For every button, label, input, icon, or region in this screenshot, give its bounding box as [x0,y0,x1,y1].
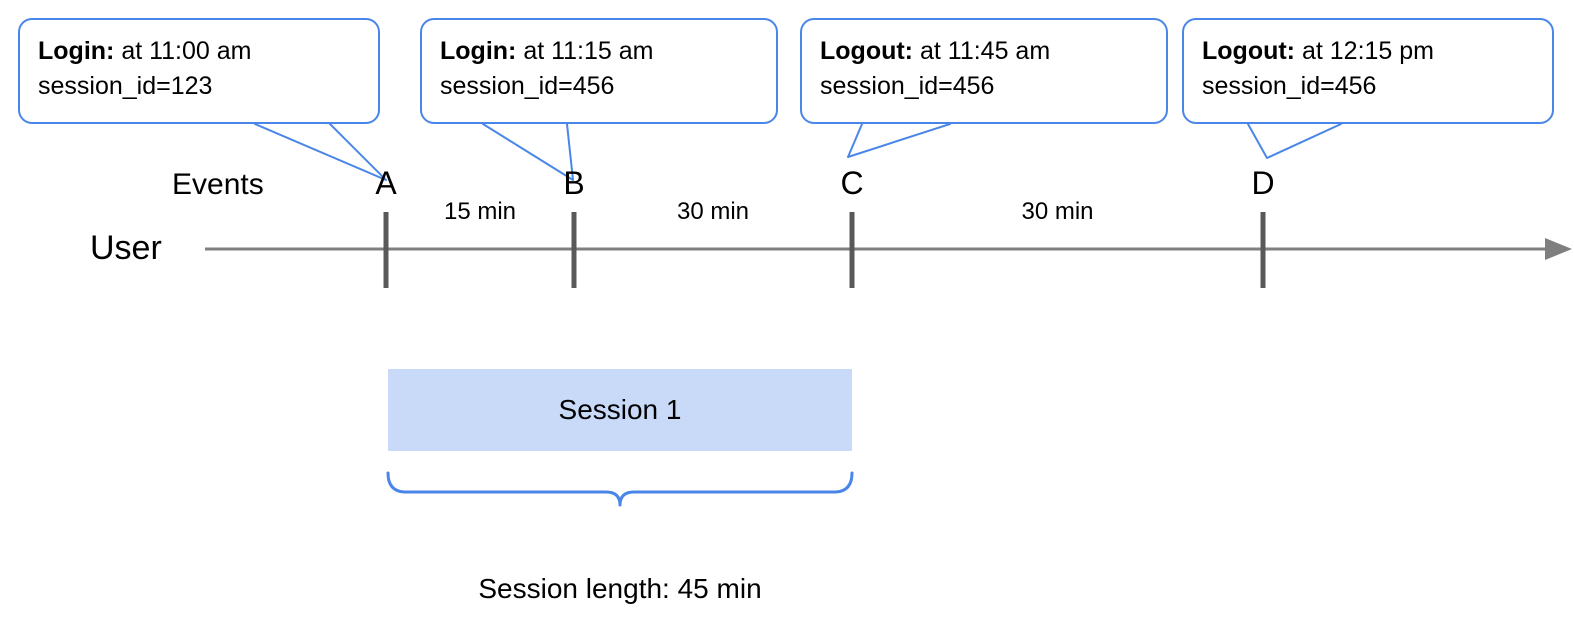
lane-label-events: Events [172,168,264,201]
interval-label-b-c: 30 min [676,198,750,225]
callout-b-session-id: session_id=456 [440,71,615,100]
callout-c-detail: at 11:45 am [919,37,1051,65]
session-bar-label: Session 1 [558,394,682,425]
callout-a-event-type: Login: [38,37,115,65]
callout-bubble-a[interactable]: Login: at 11:00 am session_id=123 [18,18,380,124]
interval-label-a-b: 15 min [443,198,517,225]
callout-d-event-type: Logout: [1202,37,1296,65]
callout-d-line1: Logout: at 12:15 pm [1202,34,1536,69]
tick-label-b: B [563,165,585,201]
callout-b-event-type: Login: [440,37,517,65]
callout-c-event-type: Logout: [820,37,914,65]
callout-d-session-id: session_id=456 [1202,71,1377,100]
tick-label-a: A [375,165,397,201]
interval-label-c-d: 30 min [1021,198,1094,225]
session-length-brace [386,471,854,507]
callout-b-line1: Login: at 11:15 am [440,34,760,69]
tick-label-c: C [840,165,864,201]
callout-c-line1: Logout: at 11:45 am [820,34,1150,69]
callout-bubble-c[interactable]: Logout: at 11:45 am session_id=456 [800,18,1168,124]
tick-label-d: D [1251,165,1275,201]
callout-tail-c [847,123,951,158]
callout-d-detail: at 12:15 pm [1301,37,1434,65]
callout-a-session-id: session_id=123 [38,71,213,100]
callout-tail-d [1247,123,1342,159]
callout-a-line1: Login: at 11:00 am [38,34,362,69]
lane-label-user: User [90,229,162,267]
callout-b-detail: at 11:15 am [523,37,654,65]
callout-a-detail: at 11:00 am [121,37,252,65]
session-bar[interactable]: Session 1 [388,369,852,451]
callout-c-session-id: session_id=456 [820,71,995,100]
callout-bubble-b[interactable]: Login: at 11:15 am session_id=456 [420,18,778,124]
callout-bubble-d[interactable]: Logout: at 12:15 pm session_id=456 [1182,18,1554,124]
timeline-axis-arrowhead [1545,238,1572,260]
session-length-caption: Session length: 45 min [478,573,762,604]
